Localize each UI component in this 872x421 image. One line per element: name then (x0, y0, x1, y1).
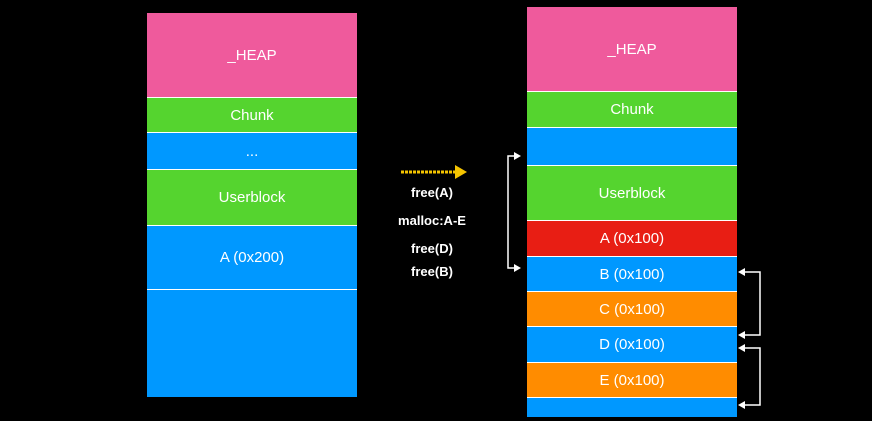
right-e-label: E (0x100) (599, 371, 665, 389)
arrow-to-d-icon (738, 344, 745, 352)
b-d-link (745, 271, 761, 336)
right-chunk-label: Chunk (610, 101, 654, 118)
arrow-to-d-from-b-icon (738, 331, 745, 339)
d-tail-link (745, 347, 761, 406)
op-free-a: free(A) (411, 185, 453, 200)
left-dots-label: ... (245, 142, 259, 160)
right-heap-label: _HEAP (607, 40, 657, 58)
arrow-to-tail-icon (738, 401, 745, 409)
right-b-block: B (0x100) (527, 256, 737, 291)
right-c-block: C (0x100) (527, 291, 737, 326)
freelist-head-link (507, 155, 518, 269)
left-heap-label: _HEAP (227, 46, 277, 64)
arrow-to-free-head-icon (514, 152, 521, 160)
left-dots-block: ... (147, 132, 357, 169)
transition-arrow-icon (401, 165, 467, 179)
arrow-to-b-left-icon (514, 264, 521, 272)
left-userblock-label: Userblock (218, 189, 286, 206)
right-c-label: C (0x100) (599, 300, 665, 318)
right-userblock-label: Userblock (598, 184, 666, 202)
right-e-block: E (0x100) (527, 362, 737, 397)
right-d-block: D (0x100) (527, 326, 737, 362)
op-free-d: free(D) (411, 241, 453, 256)
op-free-b: free(B) (411, 264, 453, 279)
left-free-space-block (147, 289, 357, 397)
arrow-to-b-icon (738, 268, 745, 276)
left-heap-block: _HEAP (147, 13, 357, 97)
right-free-block (527, 127, 737, 165)
right-chunk-block: Chunk (527, 91, 737, 127)
op-malloc-a-e: malloc:A-E (398, 213, 466, 228)
right-heap-block: _HEAP (527, 7, 737, 91)
left-heap-column: _HEAP Chunk ... Userblock A (0x200) (147, 13, 357, 397)
right-tail-free-block (527, 397, 737, 417)
left-userblock-block: Userblock (147, 169, 357, 225)
left-a-label: A (0x200) (219, 249, 285, 266)
right-a-block: A (0x100) (527, 220, 737, 256)
right-d-label: D (0x100) (599, 336, 665, 353)
left-chunk-block: Chunk (147, 97, 357, 132)
left-chunk-label: Chunk (230, 106, 274, 124)
left-a-block: A (0x200) (147, 225, 357, 289)
right-heap-column: _HEAP Chunk Userblock A (0x100) B (0x100… (527, 7, 737, 417)
right-userblock-block: Userblock (527, 165, 737, 220)
right-a-label: A (0x100) (599, 230, 665, 247)
right-b-label: B (0x100) (599, 265, 665, 283)
